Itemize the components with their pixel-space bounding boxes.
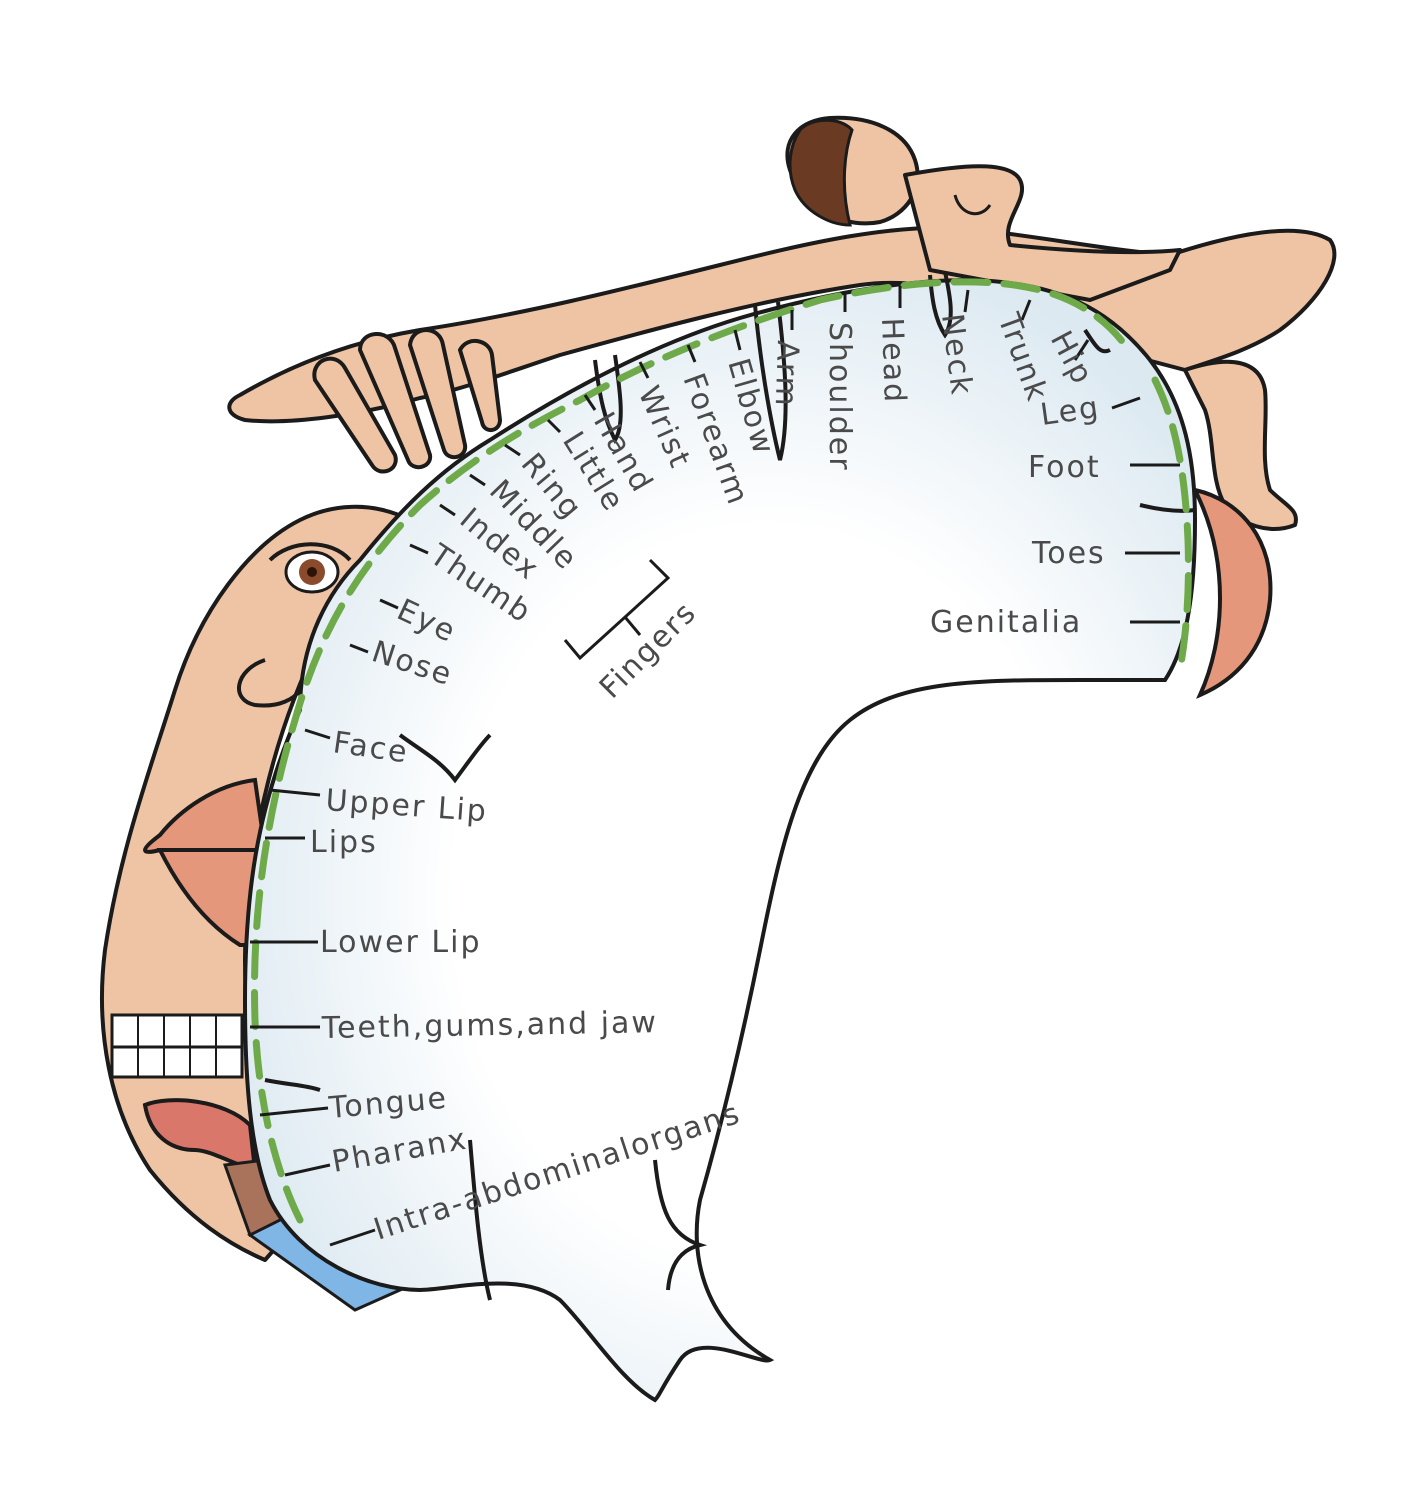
cortex-section	[242, 271, 1198, 1403]
genitalia-shape	[1191, 487, 1273, 699]
hand-fingers	[312, 328, 503, 474]
nose-outline	[237, 658, 302, 708]
label-leg: Leg	[1038, 390, 1102, 433]
fingers-bracket	[563, 558, 671, 661]
label-genitalia: Genitalia	[930, 605, 1082, 640]
homunculus-body	[227, 115, 1337, 699]
eyebrow	[268, 542, 352, 562]
eye-pupil	[307, 567, 317, 577]
region-boundary-face	[250, 278, 1129, 1224]
label-shoulder: Shoulder	[822, 322, 857, 472]
homunculus-leg	[1183, 359, 1298, 531]
label-lips: Lips	[310, 825, 378, 860]
homunculus-torso	[903, 164, 1182, 302]
label-toes: Toes	[1031, 536, 1106, 571]
region-boundary-leg	[1151, 376, 1192, 674]
label-ticks	[250, 286, 1180, 1247]
label-lower-lip: Lower Lip	[320, 925, 482, 960]
chest-detail	[953, 194, 992, 216]
label-foot: Foot	[1028, 450, 1101, 485]
hair-icon	[788, 118, 854, 227]
label-head: Head	[874, 317, 912, 405]
label-arm: Arm	[768, 340, 805, 409]
teeth-icon	[110, 1013, 244, 1079]
cortex-sulci	[264, 271, 1196, 1301]
upper-lip-shape	[143, 777, 268, 854]
label-teeth-gums-jaw: Teeth,gums,and jaw	[321, 1005, 659, 1046]
